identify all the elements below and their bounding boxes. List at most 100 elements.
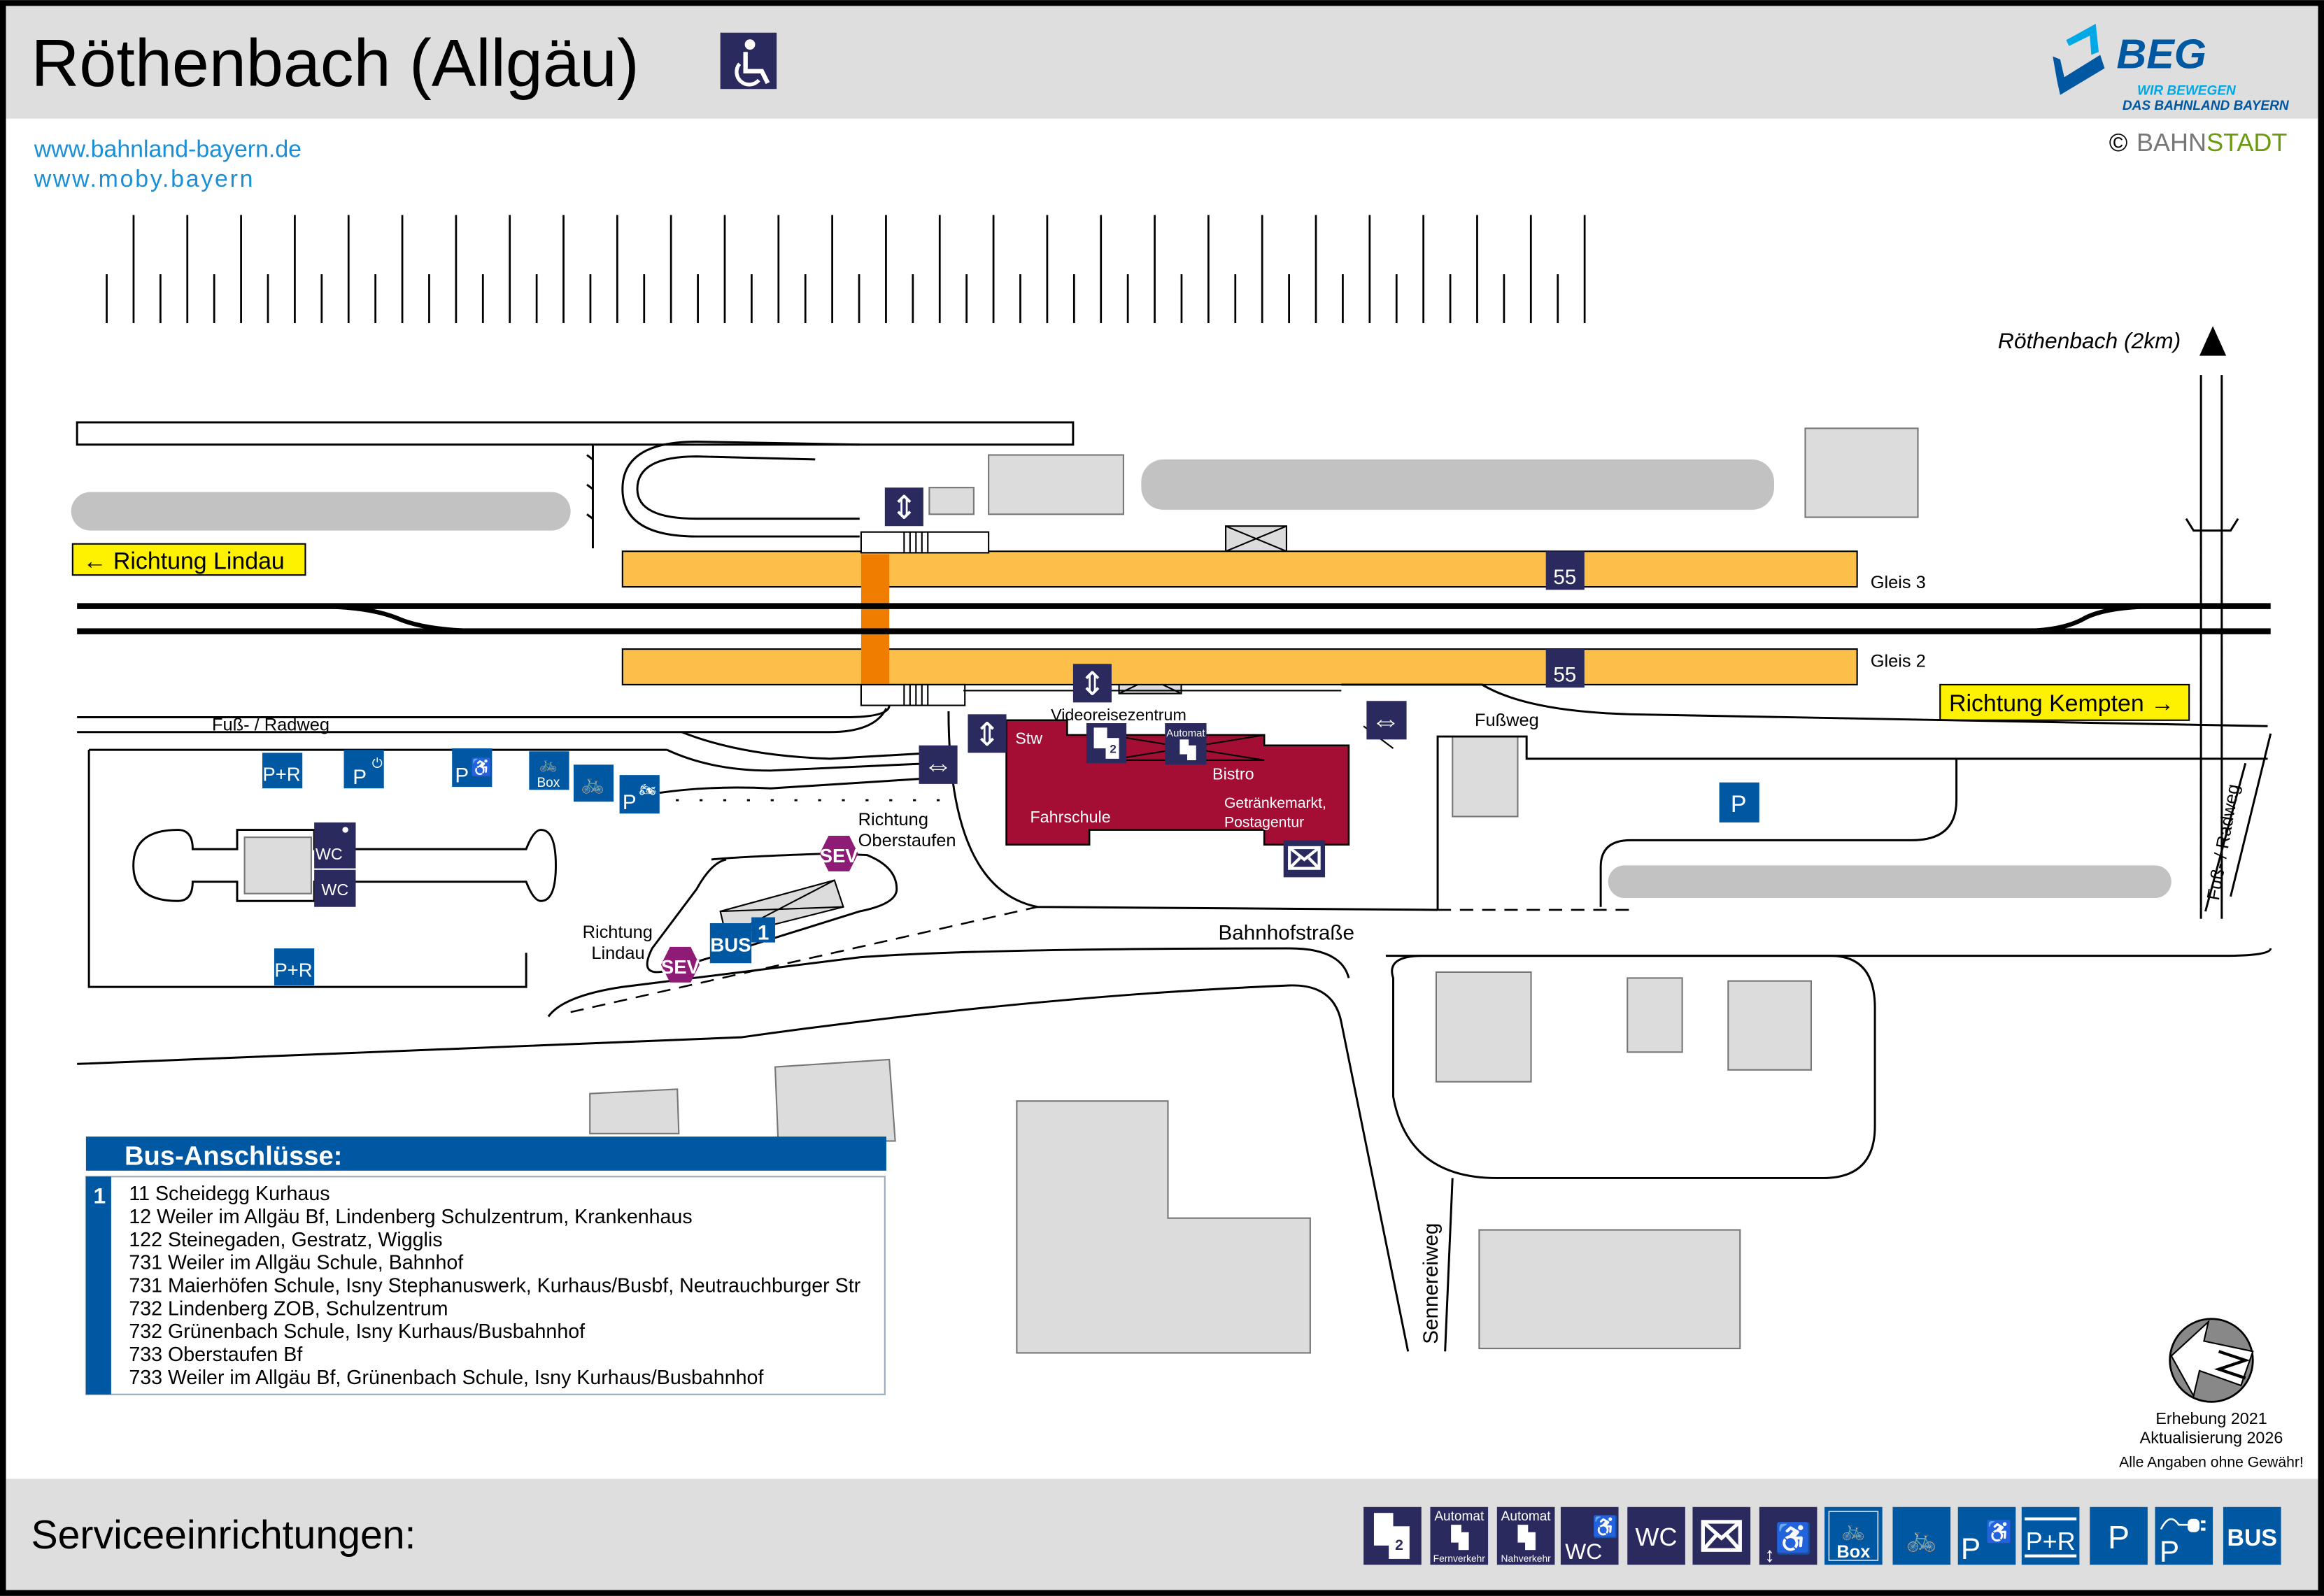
svg-text:Automat: Automat bbox=[1166, 728, 1205, 739]
bus-line-item: 122 Steinegaden, Gestratz, Wigglis bbox=[129, 1229, 442, 1251]
svg-text:⏻: ⏻ bbox=[372, 757, 383, 771]
svg-text:DAS BAHNLAND BAYERN: DAS BAHNLAND BAYERN bbox=[2123, 99, 2290, 113]
bus-connections-title: Bus-Anschlüsse: bbox=[125, 1141, 342, 1171]
bus-stop-number: 1 bbox=[93, 1183, 106, 1208]
svg-text:🚲: 🚲 bbox=[1841, 1519, 1865, 1541]
legend-park-and-ride-icon: P+R bbox=[2021, 1506, 2080, 1565]
svg-text:Fernverkehr: Fernverkehr bbox=[1433, 1553, 1486, 1564]
direction-kempten: Richtung Kempten → bbox=[1939, 683, 2190, 721]
ramp-arrow-icon: ⇔ bbox=[919, 745, 958, 784]
svg-text:P: P bbox=[1731, 791, 1747, 818]
svg-text:⇕: ⇕ bbox=[891, 490, 918, 526]
bus-line-item: 731 Weiler im Allgäu Schule, Bahnhof bbox=[129, 1252, 463, 1274]
legend-ticket-counter-icon: 2 bbox=[1363, 1506, 1422, 1565]
svg-text:P: P bbox=[2160, 1535, 2179, 1568]
bus-line-item: 733 Weiler im Allgäu Bf, Grünenbach Schu… bbox=[129, 1367, 763, 1389]
svg-text:⇕: ⇕ bbox=[973, 716, 1000, 753]
mailbox-icon bbox=[1283, 840, 1326, 878]
legend-accessible-lift-icon: ♿↕ bbox=[1759, 1506, 1818, 1567]
svg-text:55: 55 bbox=[1553, 566, 1576, 589]
motorbike-parking-icon: P🏍 bbox=[619, 775, 660, 814]
platform-gleis-3 bbox=[621, 550, 1858, 588]
direction-roethenbach: Röthenbach (2km) bbox=[1998, 326, 2227, 356]
lift-icon: ⇕ bbox=[884, 487, 923, 527]
svg-text:🏍: 🏍 bbox=[639, 783, 657, 798]
platform-gleis-2 bbox=[621, 648, 1858, 685]
legend-parking-icon: P bbox=[2090, 1506, 2148, 1565]
svg-text:WC: WC bbox=[316, 845, 343, 863]
svg-text:♿: ♿ bbox=[1985, 1519, 2013, 1544]
platform-height-55-gleis-3: 55 bbox=[1545, 551, 1585, 590]
svg-text:♿: ♿ bbox=[471, 757, 493, 778]
svg-text:↕: ↕ bbox=[1764, 1544, 1775, 1567]
svg-text:55: 55 bbox=[1553, 664, 1576, 687]
svg-text:♿: ♿ bbox=[1775, 1521, 1812, 1555]
parking-accessible-icon: P♿ bbox=[452, 748, 493, 788]
gleis-2-label: Gleis 2 bbox=[1871, 652, 1926, 671]
tracks bbox=[77, 603, 2271, 634]
svg-text:⇕: ⇕ bbox=[1079, 666, 1106, 702]
legend-parking-charging-icon: P bbox=[2155, 1506, 2213, 1568]
svg-text:Richtung Kempten →: Richtung Kempten → bbox=[1949, 690, 2174, 717]
legend-parking-accessible-icon: P♿ bbox=[1957, 1506, 2016, 1565]
lift-icon: ⇕ bbox=[1072, 664, 1112, 703]
svg-text:⇔: ⇔ bbox=[923, 748, 953, 781]
stw-label: Stw bbox=[1015, 729, 1042, 748]
lift-icon: ⇕ bbox=[968, 714, 1007, 753]
videoreisezentrum-label: Videoreisezentrum bbox=[1051, 706, 1186, 724]
legend-mail-icon bbox=[1692, 1506, 1751, 1565]
svg-text:WC: WC bbox=[321, 881, 348, 899]
bus-line-item: 12 Weiler im Allgäu Bf, Lindenberg Schul… bbox=[129, 1206, 692, 1228]
services-title: Serviceeinrichtungen: bbox=[31, 1513, 416, 1558]
svg-text:← Richtung Lindau: ← Richtung Lindau bbox=[83, 548, 285, 575]
svg-text:P: P bbox=[455, 764, 469, 788]
svg-text:P: P bbox=[2108, 1519, 2130, 1555]
bus-line-item: 733 Oberstaufen Bf bbox=[129, 1344, 302, 1366]
bus-line-item: 11 Scheidegg Kurhaus bbox=[129, 1183, 330, 1205]
svg-text:Automat: Automat bbox=[1434, 1509, 1485, 1524]
trees bbox=[71, 459, 2171, 899]
bistro-label: Bistro bbox=[1212, 765, 1254, 783]
parking-island bbox=[132, 829, 557, 902]
svg-text:Röthenbach (2km): Röthenbach (2km) bbox=[1998, 328, 2181, 353]
header-band bbox=[6, 6, 2318, 119]
bus-line-item: 731 Maierhöfen Schule, Isny Stephanuswer… bbox=[129, 1275, 860, 1297]
bike-box-icon: 🚲 Box bbox=[529, 751, 569, 790]
svg-text:BUS: BUS bbox=[2227, 1525, 2277, 1551]
svg-text:Box: Box bbox=[1836, 1542, 1870, 1562]
svg-text:P+R: P+R bbox=[274, 959, 312, 981]
svg-text:BEG: BEG bbox=[2116, 31, 2206, 78]
park-and-ride-icon: P+R bbox=[262, 753, 303, 789]
svg-text:P: P bbox=[1961, 1532, 1981, 1565]
stairs bbox=[860, 531, 990, 706]
underpass bbox=[860, 554, 890, 685]
svg-text:⇔: ⇔ bbox=[1371, 704, 1401, 737]
wc-icon: WC bbox=[314, 869, 356, 907]
bike-parking-icon: 🚲 bbox=[573, 764, 614, 802]
svg-text:Alle Angaben ohne Gewähr!: Alle Angaben ohne Gewähr! bbox=[2119, 1455, 2304, 1471]
north-arrow-icon bbox=[2169, 1318, 2254, 1403]
svg-text:🚲: 🚲 bbox=[539, 757, 558, 773]
svg-text:Aktualisierung 2026: Aktualisierung 2026 bbox=[2140, 1429, 2283, 1447]
bus-connections-table: Bus-Anschlüsse: 1 11 Scheidegg Kurhaus12… bbox=[85, 1137, 886, 1395]
svg-text:P: P bbox=[623, 791, 637, 814]
link-bahnland[interactable]: www.bahnland-bayern.de bbox=[34, 136, 302, 163]
legend-wc-icon: WC bbox=[1627, 1506, 1685, 1565]
page-title: Röthenbach (Allgäu) bbox=[31, 27, 639, 101]
legend-bus-icon: BUS bbox=[2223, 1506, 2281, 1565]
svg-text:SEV: SEV bbox=[820, 845, 859, 867]
park-and-ride-icon: P+R bbox=[274, 948, 315, 986]
sennereiweg-label: Sennereiweg bbox=[1419, 1223, 1443, 1344]
link-moby[interactable]: www.moby.bayern bbox=[34, 166, 255, 192]
sev-stop-lindau: SEV bbox=[661, 946, 700, 983]
road-north bbox=[76, 421, 1075, 446]
svg-text:P+R: P+R bbox=[262, 764, 300, 785]
svg-text:WC: WC bbox=[1636, 1523, 1678, 1551]
track-ticks bbox=[106, 215, 1586, 323]
svg-text:WIR BEWEGEN: WIR BEWEGEN bbox=[2137, 84, 2237, 99]
svg-text:Box: Box bbox=[537, 776, 560, 790]
svg-text:Automat: Automat bbox=[1501, 1509, 1552, 1524]
